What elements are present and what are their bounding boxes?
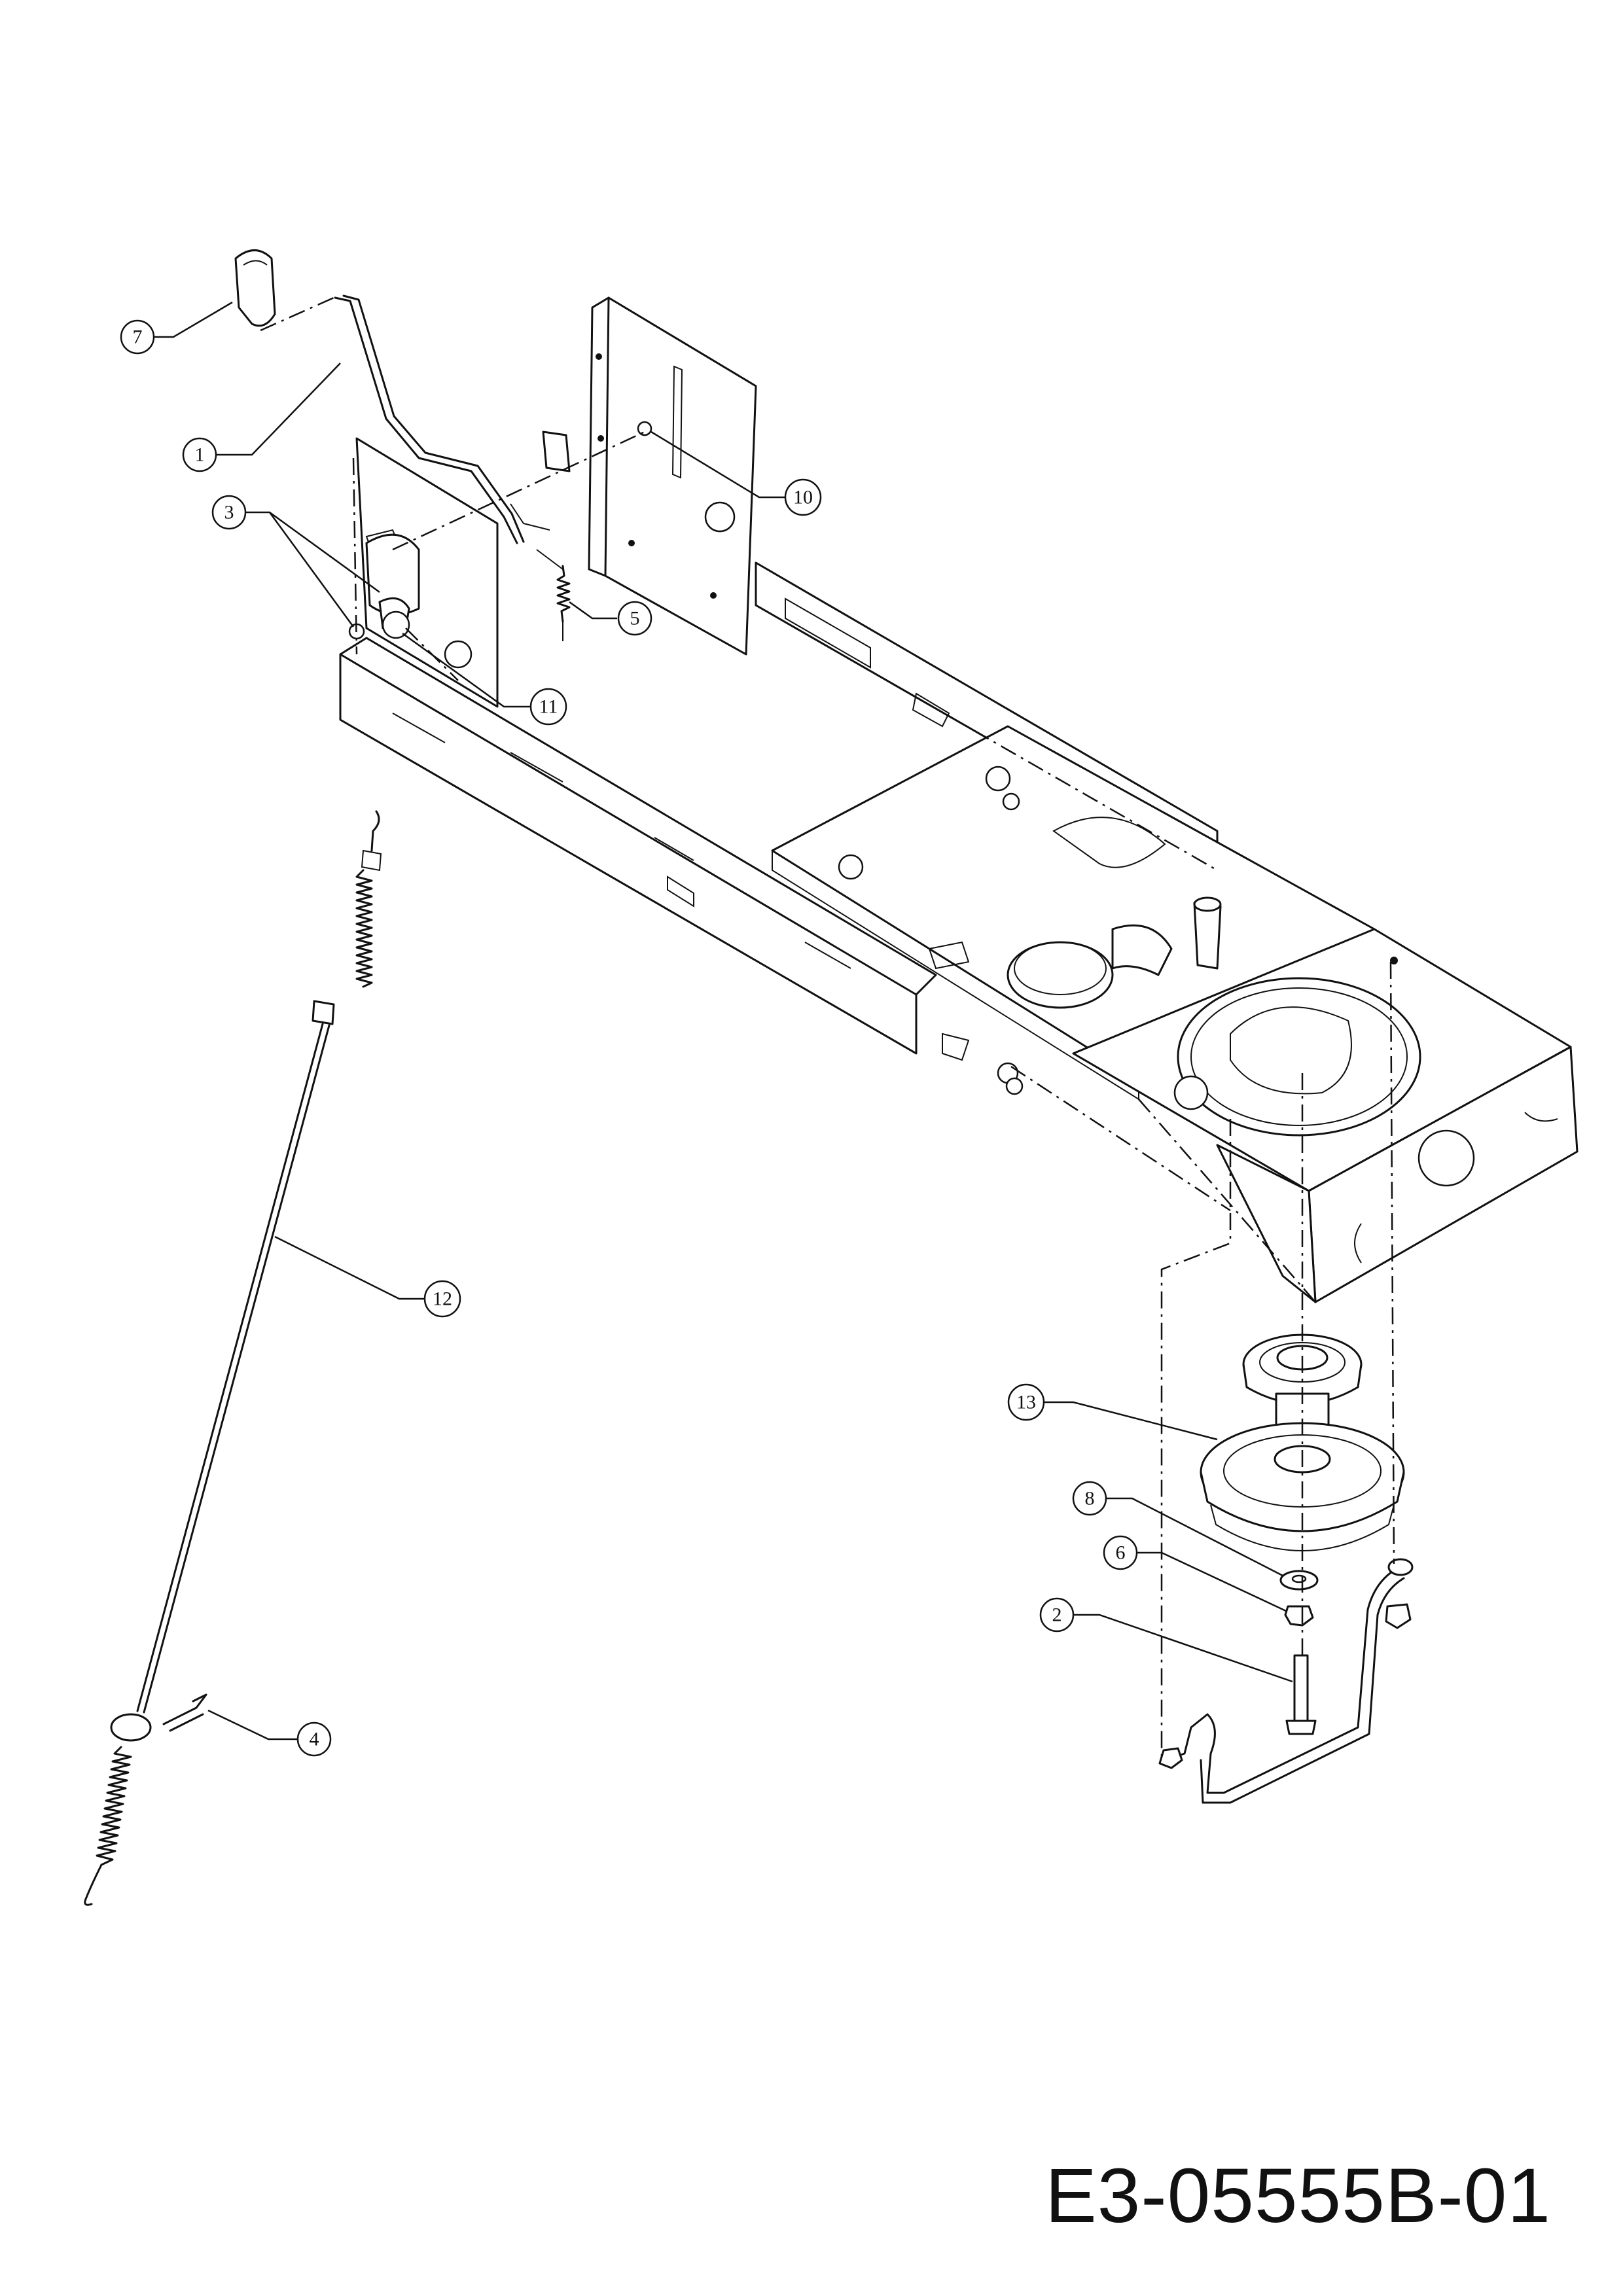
callout-2-label: 2	[1052, 1604, 1062, 1626]
callout-1-label: 1	[195, 444, 205, 466]
callout-5-label: 7	[133, 327, 143, 348]
callout-13: 13	[1007, 1383, 1045, 1421]
callout-2: 2	[1039, 1597, 1075, 1633]
callout-6: 5	[617, 601, 652, 636]
callout-5: 7	[120, 319, 155, 355]
callout-8: 8	[1072, 1481, 1107, 1516]
cable-assembly	[84, 810, 382, 1906]
callout-13-label: 13	[1016, 1392, 1036, 1413]
lever-assembly	[234, 249, 652, 641]
callout-8-label: 8	[1085, 1488, 1095, 1510]
assembly-lines	[260, 296, 1578, 1760]
callout-11: 11	[529, 688, 567, 726]
drawing-code: E3-05555B-01	[1044, 2153, 1551, 2239]
callout-10-label: 10	[793, 487, 813, 508]
callout-7: 6	[1103, 1535, 1138, 1570]
callout-10: 10	[784, 478, 822, 516]
callout-12-label: 12	[433, 1288, 452, 1310]
leader-lines	[145, 301, 1293, 1740]
callout-6-label: 5	[630, 608, 640, 629]
callout-7-label: 6	[1116, 1542, 1126, 1564]
frame	[339, 296, 1578, 1303]
callout-3: 3	[211, 495, 247, 530]
callout-4: 4	[296, 1722, 332, 1757]
callout-11-label: 11	[539, 696, 558, 718]
callout-1: 1	[182, 437, 217, 472]
callout-3-label: 3	[224, 502, 234, 523]
callout-4-label: 4	[310, 1729, 319, 1750]
callout-12: 12	[423, 1280, 461, 1318]
